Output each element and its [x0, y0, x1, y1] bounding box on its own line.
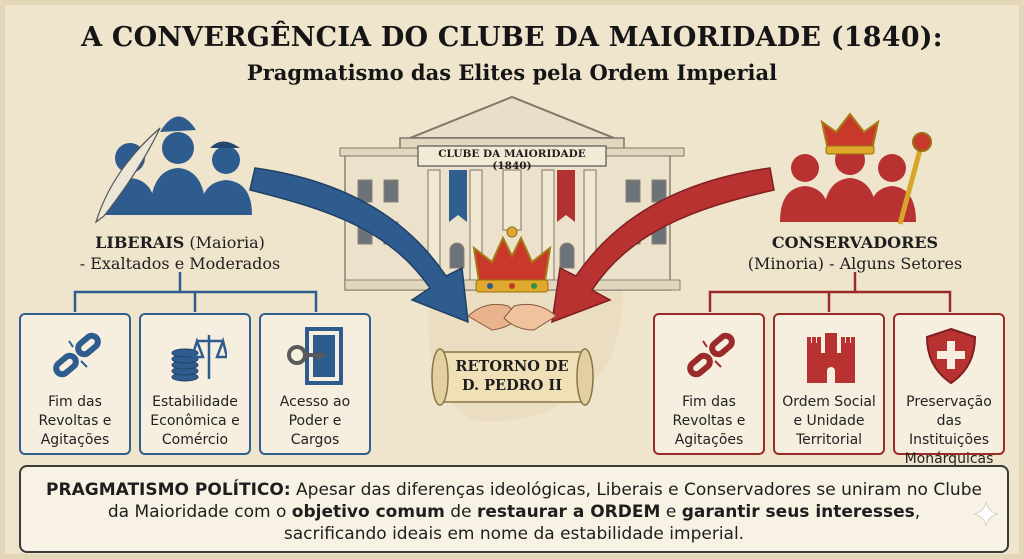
main-title: A CONVERGÊNCIA DO CLUBE DA MAIORIDADE (1…: [81, 22, 943, 53]
handshake-icon: [467, 303, 557, 331]
box-text-line: Ordem Social: [782, 394, 876, 410]
building-sign: CLUBE DA MAIORIDADE (1840): [438, 148, 586, 172]
box-text-line: Fim das: [682, 394, 736, 410]
box-text-line: Preservação: [906, 394, 992, 410]
scroll-line: D. PEDRO II: [462, 377, 562, 394]
scepter-icon: [897, 132, 932, 225]
liberal-arrow: [249, 167, 469, 324]
coins-scale-icon: [171, 335, 227, 382]
summary-heading: PRAGMATISMO POLÍTICO:: [46, 480, 291, 500]
box-text-line: Revoltas e: [672, 413, 746, 429]
summary-emphasis: garantir seus interesses: [681, 502, 915, 522]
broken-chain-icon: [53, 332, 101, 378]
box-text-line: Econômica e: [150, 413, 240, 429]
conservative-box-institutions: Preservação das Instituições Monárquicas: [893, 313, 1005, 467]
liberal-name: LIBERAIS: [95, 233, 185, 252]
box-text-line: Agitações: [40, 432, 110, 448]
quill-icon: [94, 127, 161, 224]
conservative-name: CONSERVADORES: [771, 233, 939, 252]
key-door-icon: [287, 327, 343, 385]
summary-text: Apesar das diferenças ideológicas, Liber…: [107, 480, 982, 522]
liberal-box-revolts: Fim das Revoltas e Agitações: [19, 313, 131, 455]
liberal-qualifier: (Maioria): [189, 233, 265, 252]
box-text-line: Fim das: [48, 394, 102, 410]
scroll-banner: [431, 348, 594, 406]
royal-crown-icon: [820, 112, 880, 155]
conservative-arrow: [551, 167, 775, 324]
conservative-label: CONSERVADORES (Minoria) - Alguns Setores: [705, 232, 1005, 274]
box-text-line: Estabilidade: [152, 394, 238, 410]
shield-cross-icon: [925, 327, 977, 385]
liberal-group-icon: [104, 116, 252, 215]
box-text-line: e Unidade: [793, 413, 865, 429]
box-text-line: Monárquicas: [904, 451, 994, 467]
scroll-text: RETORNO DE D. PEDRO II: [442, 357, 582, 395]
castle-icon: [807, 333, 855, 383]
summary-emphasis: objetivo comum: [291, 502, 445, 522]
subtitle: Pragmatismo das Elites pela Ordem Imperi…: [246, 60, 778, 85]
conservative-group-icon: [780, 145, 916, 222]
summary-text: de: [444, 502, 477, 522]
box-text-line: Agitações: [674, 432, 744, 448]
summary-text: ,: [914, 502, 921, 522]
box-text-line: Cargos: [290, 432, 340, 448]
liberal-subline: - Exaltados e Moderados: [79, 254, 281, 273]
summary-box: PRAGMATISMO POLÍTICO: Apesar das diferen…: [19, 465, 1009, 553]
box-text-line: Acesso ao: [279, 394, 351, 410]
liberal-connector-lines: [73, 272, 318, 312]
conservative-connector-lines: [708, 272, 952, 312]
liberal-label: LIBERAIS (Maioria) - Exaltados e Moderad…: [30, 232, 330, 274]
liberal-box-power: Acesso ao Poder e Cargos: [259, 313, 371, 455]
box-text-line: Revoltas e: [38, 413, 112, 429]
box-text-line: das Instituições: [908, 413, 990, 448]
summary-emphasis: restaurar a ORDEM: [476, 502, 661, 522]
box-text-line: Comércio: [161, 432, 229, 448]
sparkle-icon: [973, 501, 999, 527]
box-text-line: Poder e: [288, 413, 342, 429]
summary-text: e: [660, 502, 682, 522]
box-text-line: Territorial: [795, 432, 863, 448]
central-crown-icon: [472, 226, 552, 293]
conservative-box-order: Ordem Social e Unidade Territorial: [773, 313, 885, 455]
scroll-line: RETORNO DE: [455, 358, 569, 375]
broken-chain-icon: [687, 332, 735, 378]
summary-text: sacrificando ideais em nome da estabilid…: [283, 524, 745, 544]
conservative-box-revolts: Fim das Revoltas e Agitações: [653, 313, 765, 455]
liberal-box-economy: Estabilidade Econômica e Comércio: [139, 313, 251, 455]
conservative-subline: (Minoria) - Alguns Setores: [747, 254, 963, 273]
